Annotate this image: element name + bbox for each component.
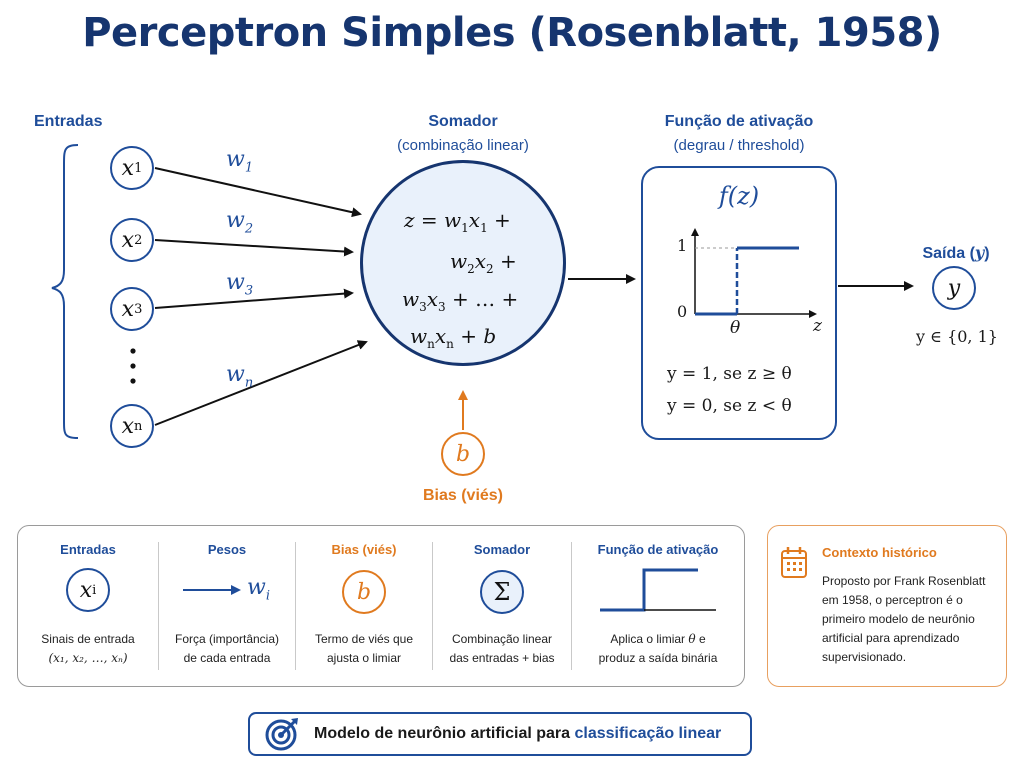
weight-w2: w2 [226,208,254,237]
target-icon [265,718,298,751]
legend-divider [432,542,433,670]
legend-title: Bias (viés) [331,542,397,557]
adder-subtitle: (combinação linear) [397,137,529,154]
footer-banner: Modelo de neurônio artificial para class… [248,712,752,756]
ellipsis-dot [130,378,136,384]
arrow-x2 [154,239,354,257]
output-range: y ∈ {0, 1} [916,327,998,346]
legend-title: Somador [473,542,531,557]
legend-desc: Termo de viés que ajusta o limiar [314,632,414,665]
plot-theta: θ [730,318,741,338]
adder-title: Somador [428,113,498,130]
bias-label: Bias (viés) [422,487,504,504]
bias-node: b [441,432,485,476]
history-title: Contexto histórico [822,545,937,560]
adder-eq-line2: w2x2 + [450,249,517,276]
history-text: Proposto por Frank Rosenblatt em 1958, o… [822,574,986,664]
legend-weight-symbol: wi [247,575,271,604]
legend-step-icon [600,568,716,612]
legend-divider [295,542,296,670]
activation-rule-1: y = 1, se z ≥ θ [667,364,792,384]
weight-wn: wn [226,362,254,391]
activation-fz: f(z) [718,182,760,210]
activation-title: Função de ativação [664,113,814,130]
legend-divider [158,542,159,670]
plot-ytick-0: 0 [677,302,688,321]
adder-circle [360,160,566,366]
activation-box: f(z) 1 0 θ z y = 1, se z ≥ θ y = 0, se z… [641,166,837,440]
output-label: Saída (y) [922,243,990,262]
activation-rule-2: y = 0, se z < θ [667,396,792,416]
legend-desc: Combinação linear das entradas + bias [449,632,555,665]
legend-col-weights: Pesos wi Força (importância) de cada ent… [159,526,295,686]
arrow-xn [154,340,368,426]
legend-divider [571,542,572,670]
adder-eq-line4: wnxn + b [410,324,497,351]
legend-col-activation: Função de ativação Aplica o limiar θ e p… [572,526,744,686]
page-title: Perceptron Simples (Rosenblatt, 1958) [82,10,942,56]
output-node: y [932,266,976,310]
legend-col-adder: Somador Σ Combinação linear das entradas… [433,526,571,686]
legend-bias-symbol: b [342,570,386,614]
arrow-x1 [154,167,362,218]
legend-desc: Aplica o limiar θ e produz a saída binár… [598,632,718,665]
legend-desc: Força (importância) de cada entrada [174,632,280,665]
plot-ytick-1: 1 [677,236,688,255]
calendar-icon [781,547,807,578]
legend-title: Função de ativação [597,542,719,557]
footer-banner-text: Modelo de neurônio artificial para class… [314,725,722,742]
legend-title: Entradas [60,542,116,557]
history-panel: Contexto histórico Proposto por Frank Ro… [767,525,1007,687]
inputs-label: Entradas [34,113,103,130]
weight-w3: w3 [226,270,254,299]
inputs-brace [51,144,79,439]
legend-desc: Sinais de entrada (x₁, x₂, …, xₙ) [41,632,135,665]
adder-eq-line3: w3x3 + … + [402,287,519,314]
arrow-x3 [154,288,354,309]
weight-w1: w1 [226,147,254,176]
activation-subtitle: (degrau / threshold) [673,137,805,154]
step-function-plot [691,228,817,318]
legend-weight-arrow [183,585,241,595]
adder-eq-line1: z = w1x1 + [404,208,511,235]
ellipsis-dot [130,363,136,369]
legend-title: Pesos [207,542,247,557]
ellipsis-dot [130,348,136,354]
legend-sigma-symbol: Σ [480,570,524,614]
plot-z-label: z [813,316,822,336]
legend-col-bias: Bias (viés) b Termo de viés que ajusta o… [296,526,432,686]
